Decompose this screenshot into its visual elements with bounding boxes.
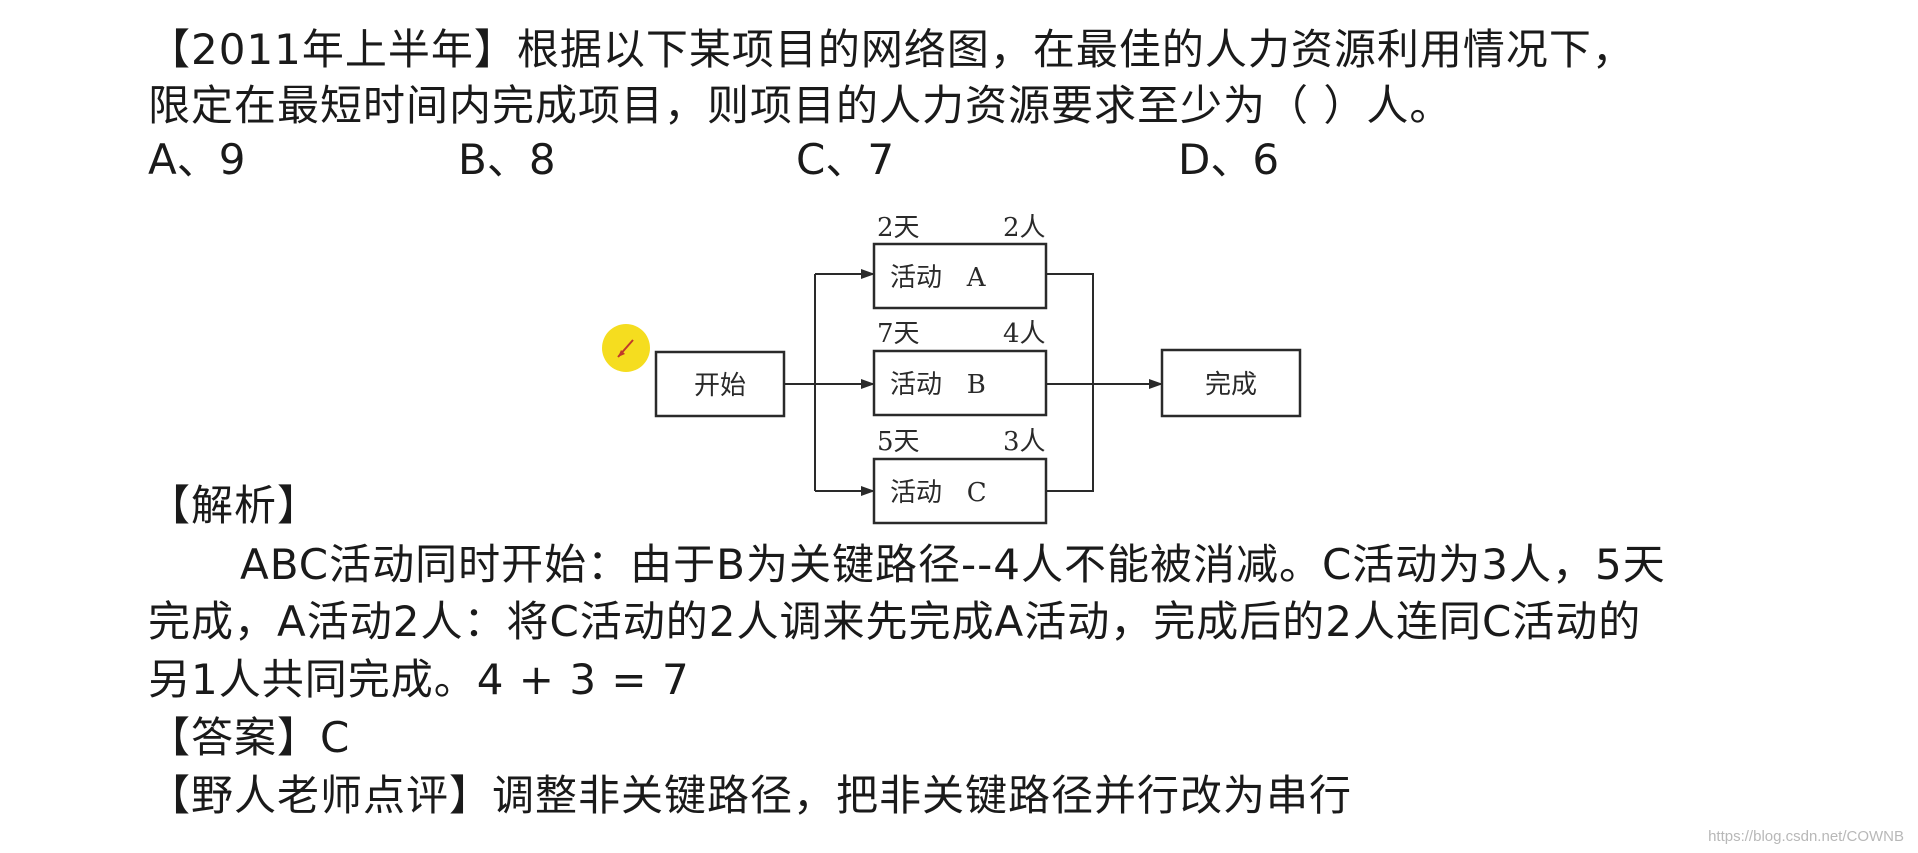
option-a: A、9	[148, 135, 246, 184]
edges	[784, 269, 1163, 496]
analysis-line-3: 另1人共同完成。4 + 3 = 7	[148, 655, 690, 704]
activity-c-duration: 5天	[877, 427, 920, 457]
activity-c-label: 活动 C	[890, 478, 987, 508]
teacher-comment: 【野人老师点评】调整非关键路径，把非关键路径并行改为串行	[148, 771, 1353, 820]
analysis-line-1: ABC活动同时开始：由于B为关键路径--4人不能被消减。C活动为3人，5天	[240, 540, 1666, 589]
question-line-1: 【2011年上半年】根据以下某项目的网络图，在最佳的人力资源利用情况下，	[148, 25, 1635, 74]
end-node: 完成	[1160, 348, 1302, 418]
watermark-url: https://blog.csdn.net/COWNB	[1708, 828, 1904, 845]
analysis-heading: 【解析】	[148, 481, 321, 530]
activity-b-duration: 7天	[877, 319, 920, 349]
cursor-highlight	[602, 324, 650, 372]
start-node: 开始	[654, 350, 786, 418]
activity-a-label: 活动 A	[890, 263, 987, 293]
activity-c-people: 3人	[1003, 427, 1046, 457]
answer-line: 【答案】C	[148, 713, 351, 762]
analysis-line-2: 完成，A活动2人：将C活动的2人调来先完成A活动，完成后的2人连同C活动的	[148, 597, 1642, 646]
start-node-label: 开始	[694, 371, 746, 401]
option-c: C、7	[796, 135, 895, 184]
question-line-2: 限定在最短时间内完成项目，则项目的人力资源要求至少为（ ）人。	[148, 81, 1453, 130]
activity-b-people: 4人	[1003, 319, 1046, 349]
activity-b-node: 7天 4人 活动 B	[872, 319, 1048, 417]
activity-b-label: 活动 B	[890, 370, 986, 400]
activity-a-people: 2人	[1003, 213, 1046, 243]
end-node-label: 完成	[1205, 370, 1257, 400]
activity-a-duration: 2天	[877, 213, 920, 243]
activity-c-node: 5天 3人 活动 C	[872, 427, 1048, 525]
activity-a-node: 2天 2人 活动 A	[872, 213, 1048, 310]
option-b: B、8	[458, 135, 556, 184]
option-d: D、6	[1178, 135, 1280, 184]
options-row: A、9 B、8 C、7 D、6	[148, 132, 1348, 188]
